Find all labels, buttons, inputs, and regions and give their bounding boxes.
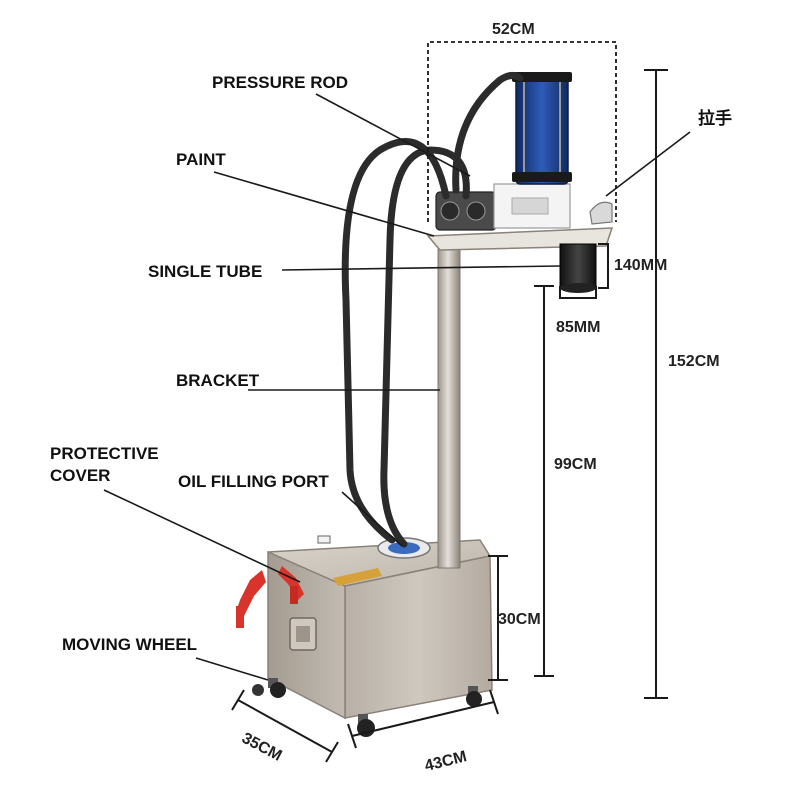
label-oil-filling-port: OIL FILLING PORT [178, 472, 329, 491]
top-width-dashed-box [427, 41, 617, 222]
dim-box-height: 30CM [498, 611, 541, 628]
red-valve-left [236, 570, 266, 628]
leader-lines [103, 93, 691, 681]
machine-illustration [236, 71, 614, 737]
wheel-front-left [268, 678, 286, 698]
single-tube-cylinder [559, 243, 597, 289]
leader-pressure-rod [315, 93, 471, 177]
wheel-back-right [466, 686, 482, 707]
dim-rod-height: 99CM [554, 456, 597, 473]
label-protective-cover-line2: COVER [50, 466, 110, 485]
label-single-tube: SINGLE TUBE [148, 262, 262, 281]
label-handle-cn: 拉手 [698, 108, 732, 128]
dim-box-width: 43CM [423, 748, 469, 775]
label-protective-cover-line1: PROTECTIVE [50, 444, 159, 463]
label-pressure-rod: PRESSURE ROD [212, 73, 348, 92]
protective-cover-plate [333, 568, 382, 586]
tube-height-bracket [598, 243, 609, 289]
dim-box-depth: 35CM [239, 730, 285, 765]
hose-2 [341, 138, 450, 544]
leader-paint [213, 171, 435, 237]
label-bracket: BRACKET [176, 371, 260, 390]
box-depth-line [237, 699, 333, 753]
leader-protective-cover [103, 489, 301, 583]
dim-tube-diameter: 85MM [556, 319, 600, 336]
part-labels: PRESSURE ROD PAINT SINGLE TUBE BRACKET P… [50, 73, 732, 654]
box-width-line [351, 701, 495, 737]
bracket-rod [437, 237, 461, 569]
leader-oil-filling-port [341, 491, 403, 547]
dim-tube-height: 140MM [614, 257, 667, 274]
pull-handle [589, 201, 613, 225]
leader-single-tube [281, 265, 561, 271]
label-paint: PAINT [176, 150, 226, 169]
dimension-lines [231, 41, 668, 763]
label-moving-wheel: MOVING WHEEL [62, 635, 197, 654]
tube-diameter-bracket [559, 286, 597, 299]
leader-handle-cn [605, 131, 691, 197]
dim-total-height: 152CM [668, 353, 720, 370]
dim-top-width: 52CM [492, 21, 535, 38]
hose-3 [380, 146, 470, 548]
leader-moving-wheel [195, 657, 269, 681]
wheel-back-left [252, 684, 264, 696]
